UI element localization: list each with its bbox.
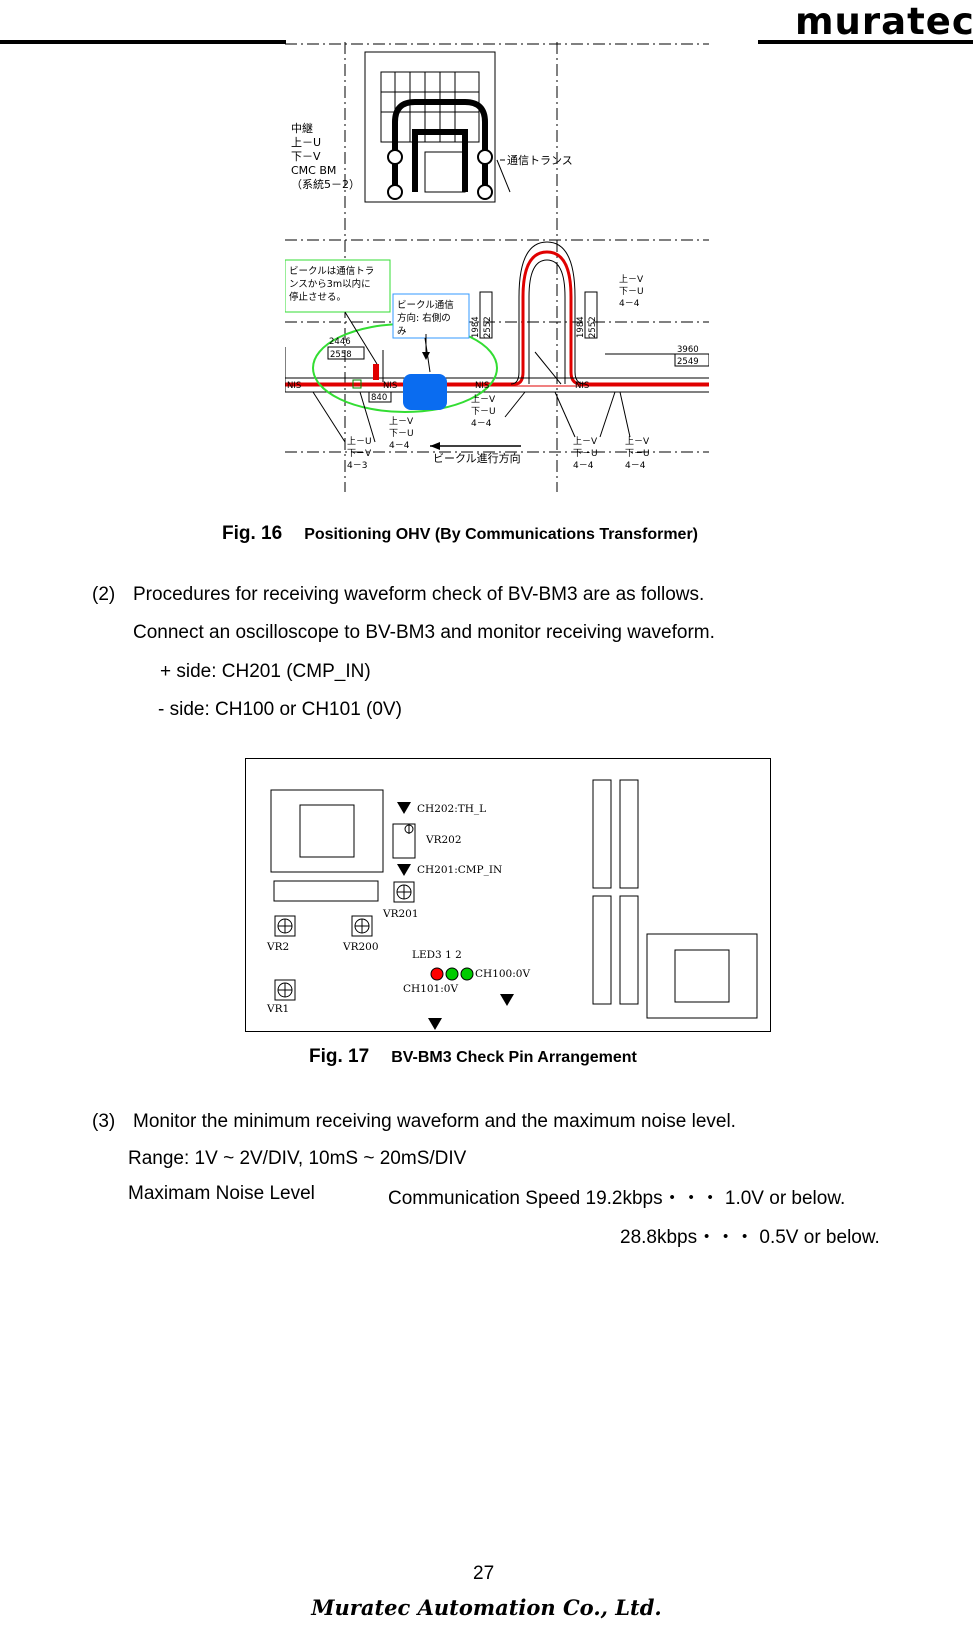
company-footer: Muratec Automation Co., Ltd. bbox=[311, 1595, 662, 1620]
proc2-number: (2) bbox=[92, 584, 116, 605]
header-rule-right bbox=[758, 40, 973, 44]
ch101-label: CH101:0V bbox=[403, 983, 458, 995]
vr200-label: VR200 bbox=[342, 941, 379, 953]
comm-transformer-label: 通信トランス bbox=[507, 154, 573, 167]
relay-note-line3: 下－V bbox=[291, 150, 321, 163]
nis-label-4: NIS bbox=[575, 381, 589, 391]
dim-840: 840 bbox=[371, 393, 387, 403]
figure17-number: Fig. 17 bbox=[309, 1046, 370, 1067]
uv3-line1: 上－V bbox=[389, 416, 414, 427]
nis-label-2: NIS bbox=[383, 381, 397, 391]
uv1-line2: 下－U bbox=[619, 287, 644, 297]
proc3-noise-label: Maximam Noise Level bbox=[128, 1183, 315, 1204]
uv3-line2: 下－U bbox=[389, 429, 414, 439]
proc2-line3: + side: CH201 (CMP_IN) bbox=[160, 661, 371, 682]
figure17-drawing: CH202:TH_L VR202 CH201:CMP_IN VR201 VR2 … bbox=[245, 758, 771, 1032]
proc2-line2: Connect an oscilloscope to BV-BM3 and mo… bbox=[133, 622, 715, 643]
page-number: 27 bbox=[473, 1563, 495, 1584]
vr202-label: VR202 bbox=[425, 834, 462, 846]
proc3-noise-28k: 28.8kbps・・・ 0.5V or below. bbox=[620, 1227, 880, 1248]
dim-2446: 2446 bbox=[329, 337, 351, 347]
dim-1984-a: 1984 bbox=[471, 316, 481, 338]
uv6-line3: 4－4 bbox=[625, 461, 646, 471]
dim-1984-b: 1984 bbox=[576, 316, 586, 338]
relay-note-line4: CMC BM bbox=[291, 164, 336, 177]
proc3-line2: Range: 1V ~ 2V/DIV, 10mS ~ 20mS/DIV bbox=[128, 1148, 467, 1169]
led2-green bbox=[460, 967, 474, 981]
relay-note-line1: 中継 bbox=[291, 121, 313, 135]
figure17-caption: Fig. 17 BV-BM3 Check Pin Arrangement bbox=[309, 1046, 637, 1068]
dim-2558: 2558 bbox=[330, 350, 352, 360]
dim-2552-b: 2552 bbox=[588, 316, 598, 338]
relay-note-line5: （系統5－2） bbox=[291, 177, 360, 191]
uv4-line2: 下－V bbox=[347, 449, 372, 459]
ch100-label: CH100:0V bbox=[475, 968, 530, 980]
figure17-caption-text: BV-BM3 Check Pin Arrangement bbox=[391, 1049, 637, 1066]
proc3-line1: Monitor the minimum receiving waveform a… bbox=[133, 1111, 736, 1132]
uv1-line1: 上－V bbox=[619, 274, 644, 285]
figure16-number: Fig. 16 bbox=[222, 523, 283, 544]
direction-note-line2: 方向: 右側の bbox=[397, 312, 451, 324]
direction-note-line3: み bbox=[397, 326, 407, 337]
proc3-number: (3) bbox=[92, 1111, 116, 1132]
uv5-line1: 上－V bbox=[573, 436, 598, 447]
uv3-line3: 4－4 bbox=[389, 441, 410, 451]
uv5-line2: 下－U bbox=[573, 449, 598, 459]
ch202-label: CH202:TH_L bbox=[417, 803, 486, 815]
stop-note-line1: ビークルは通信トラ bbox=[289, 265, 374, 277]
figure16-drawing: 中継 上－U 下－V CMC BM （系統5－2） 通信トランス ビークルは通信… bbox=[285, 42, 709, 492]
muratec-logo: muratec bbox=[795, 0, 973, 43]
proc2-line1: Procedures for receiving waveform check … bbox=[133, 584, 705, 605]
figure16-caption: Fig. 16 Positioning OHV (By Communication… bbox=[222, 523, 698, 545]
proc2-line4: - side: CH100 or CH101 (0V) bbox=[158, 699, 402, 720]
led1-green bbox=[445, 967, 459, 981]
dim-3960: 3960 bbox=[677, 345, 699, 355]
uv1-line3: 4－4 bbox=[619, 299, 640, 309]
proc3-noise-19k: Communication Speed 19.2kbps・・・ 1.0V or … bbox=[388, 1188, 846, 1209]
uv4-line3: 4－3 bbox=[347, 461, 367, 471]
nis-label-1: NIS bbox=[287, 381, 301, 391]
direction-note-line1: ビークル通信 bbox=[397, 299, 454, 311]
travel-direction-label: ビークル進行方向 bbox=[433, 451, 521, 465]
uv2-line3: 4－4 bbox=[471, 419, 492, 429]
uv2-line2: 下－U bbox=[471, 407, 496, 417]
dim-2552-a: 2552 bbox=[483, 316, 493, 338]
figure16-caption-text: Positioning OHV (By Communications Trans… bbox=[304, 526, 699, 543]
vr1-label: VR1 bbox=[266, 1003, 289, 1015]
relay-note-line2: 上－U bbox=[291, 136, 321, 149]
uv6-line1: 上－V bbox=[625, 436, 650, 447]
uv5-line3: 4－4 bbox=[573, 461, 594, 471]
uv6-line2: 下－U bbox=[625, 449, 650, 459]
stop-note-line2: ンスから3m以内に bbox=[289, 278, 371, 290]
uv2-line1: 上－V bbox=[471, 394, 496, 405]
ch201-label: CH201:CMP_IN bbox=[417, 864, 502, 876]
led-label: LED3 1 2 bbox=[412, 949, 462, 961]
uv4-line1: 上－U bbox=[347, 436, 372, 447]
header-rule-left bbox=[0, 40, 286, 44]
stop-note-line3: 停止させる。 bbox=[289, 291, 346, 303]
dim-2549: 2549 bbox=[677, 357, 699, 367]
nis-label-3: NIS bbox=[475, 381, 489, 391]
vr201-label: VR201 bbox=[382, 908, 419, 920]
vr2-label: VR2 bbox=[266, 941, 289, 953]
led3-red bbox=[430, 967, 444, 981]
